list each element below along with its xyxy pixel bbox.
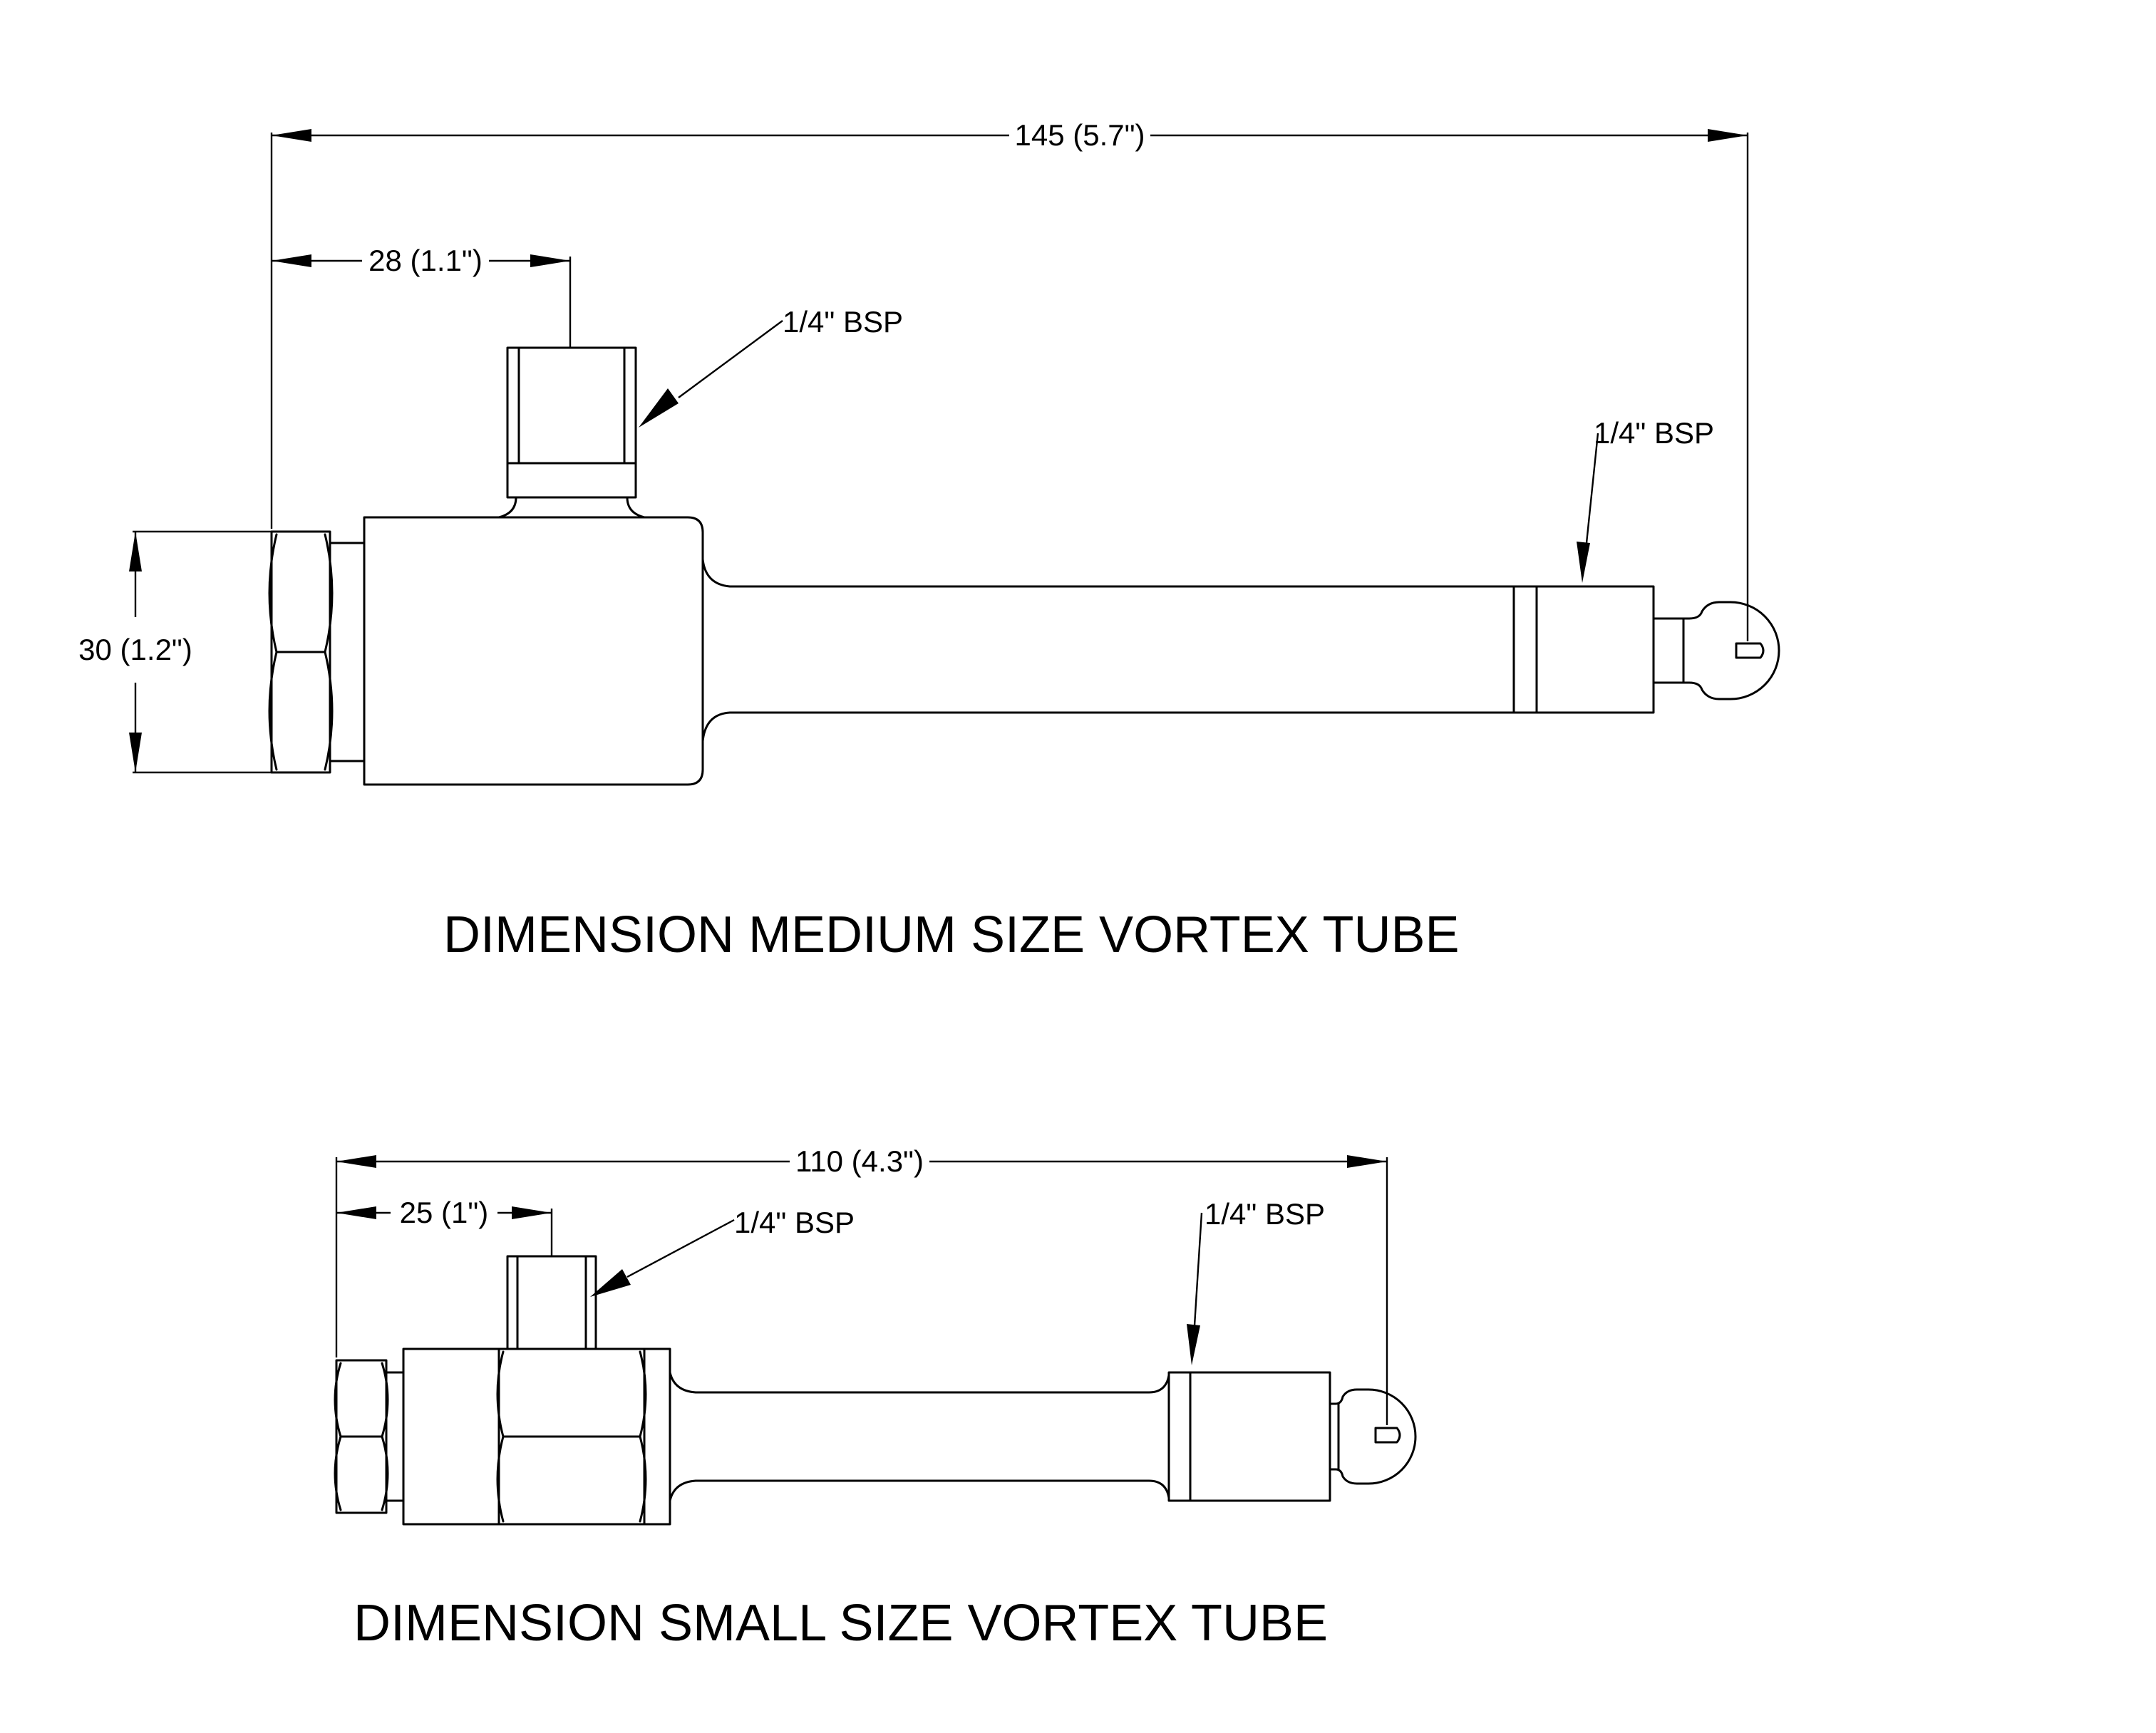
- medium-vortex-tube: 145 (5.7") 28 (1.1") 30 (1.2") 1/4" BSP: [78, 118, 1780, 963]
- medium-hot-tube: [701, 558, 1515, 743]
- small-vortex-body: [402, 1347, 671, 1526]
- medium-outlet-thread-label: 1/4" BSP: [1594, 416, 1714, 450]
- medium-hex-nut: [268, 530, 334, 774]
- medium-control-valve: [1652, 601, 1780, 700]
- medium-hex-collar: [329, 542, 366, 762]
- medium-inlet-fitting: [497, 346, 646, 519]
- small-inlet-thread-label: 1/4" BSP: [734, 1206, 855, 1239]
- medium-vortex-body: [363, 516, 704, 786]
- small-outlet-thread-leader: 1/4" BSP: [1187, 1197, 1325, 1365]
- medium-body-diameter-label: 30 (1.2"): [78, 633, 192, 666]
- medium-inlet-thread-leader: 1/4" BSP: [639, 305, 903, 428]
- small-hot-tube: [669, 1371, 1170, 1502]
- small-control-valve: [1329, 1388, 1417, 1485]
- small-inlet-thread-leader: 1/4" BSP: [590, 1206, 855, 1297]
- small-overall-length-dimension: 110 (4.3"): [335, 1144, 1388, 1425]
- medium-body-diameter-dimension: 30 (1.2"): [78, 530, 272, 774]
- small-overall-length-label: 110 (4.3"): [795, 1144, 924, 1178]
- medium-overall-length-label: 145 (5.7"): [1014, 118, 1145, 152]
- small-inlet-offset-dimension: 25 (1"): [336, 1196, 553, 1256]
- medium-outlet-thread-leader: 1/4" BSP: [1577, 416, 1714, 583]
- small-outlet-thread-label: 1/4" BSP: [1205, 1197, 1325, 1231]
- small-inlet-fitting: [506, 1255, 597, 1350]
- medium-outlet-fitting: [1512, 585, 1655, 714]
- small-caption: DIMENSION SMALL SIZE VORTEX TUBE: [354, 1595, 1328, 1652]
- medium-inlet-offset-label: 28 (1.1"): [368, 244, 483, 277]
- small-hex-nut: [334, 1359, 389, 1514]
- small-vortex-tube: 110 (4.3") 25 (1") 1/4" BSP 1/4" BSP DIM…: [334, 1144, 1417, 1652]
- medium-inlet-thread-label: 1/4" BSP: [783, 305, 903, 338]
- medium-inlet-offset-dimension: 28 (1.1"): [272, 244, 572, 348]
- medium-caption: DIMENSION MEDIUM SIZE VORTEX TUBE: [443, 906, 1460, 963]
- small-inlet-offset-label: 25 (1"): [400, 1196, 489, 1229]
- medium-overall-length-dimension: 145 (5.7"): [270, 118, 1749, 641]
- small-outlet-fitting: [1167, 1371, 1331, 1502]
- small-hex-collar: [385, 1371, 405, 1502]
